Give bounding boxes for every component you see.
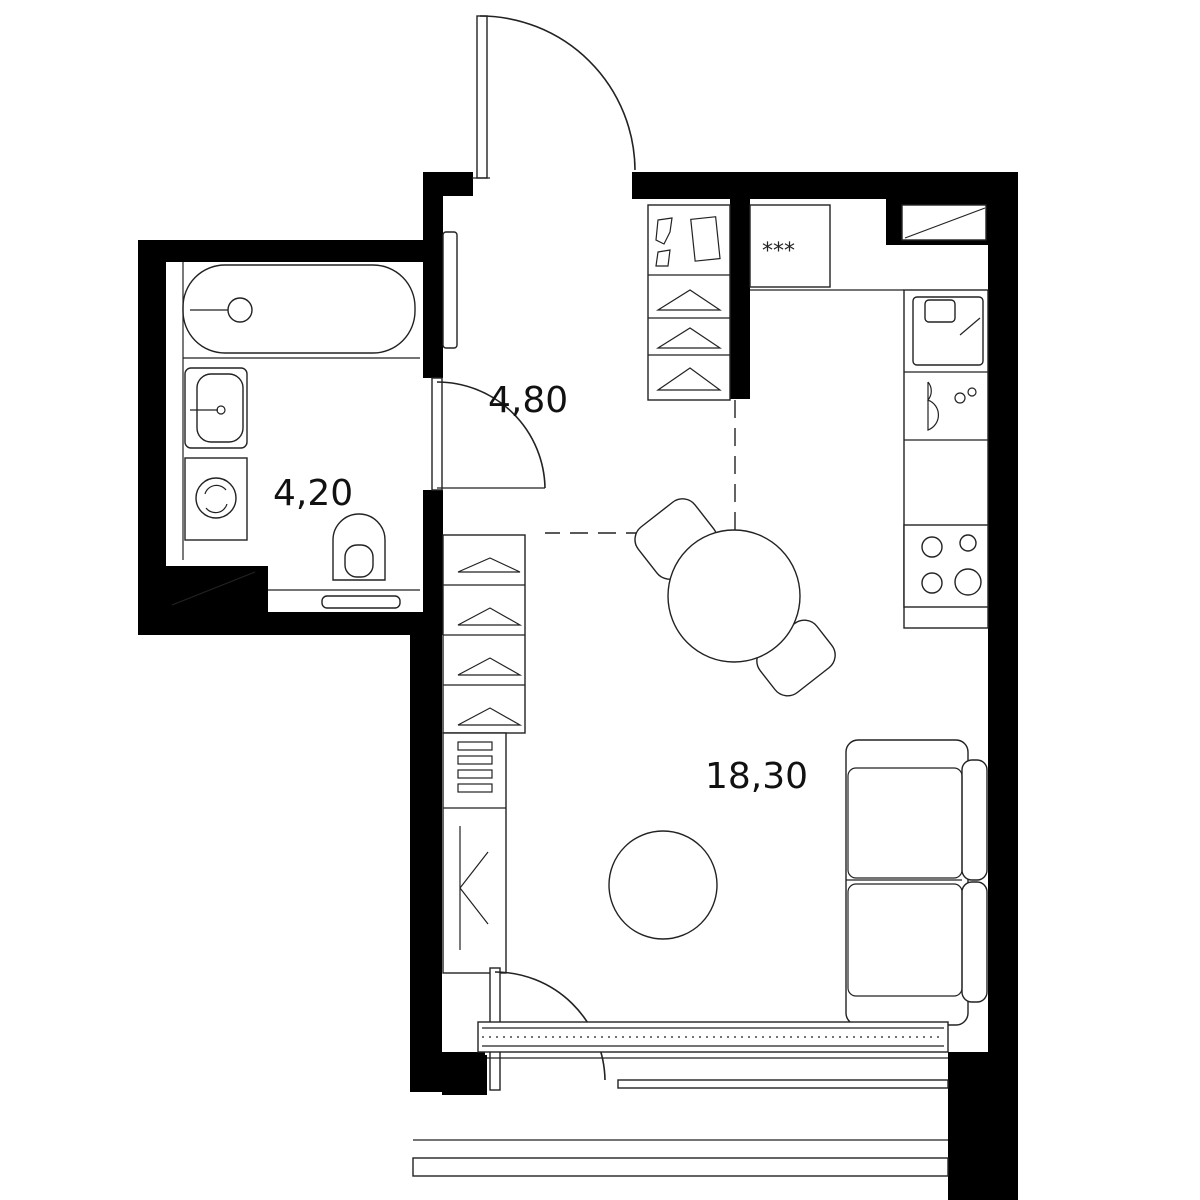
hall-area-label: 4,80 (488, 380, 568, 421)
radiator (477, 1021, 949, 1053)
right-wall (988, 172, 1018, 1052)
bathroom-wall-bottom (138, 612, 443, 635)
bathroom-wall-left (138, 240, 166, 635)
bathroom-wall-top (138, 240, 438, 262)
hall-wardrobe (647, 204, 731, 401)
living-area-label: 18,30 (705, 756, 808, 797)
hall-panel (442, 231, 458, 349)
dining-table (667, 529, 801, 663)
stove-glyph: *** (762, 239, 795, 264)
balcony-slab (412, 1157, 949, 1177)
walls (138, 172, 1018, 1200)
fridge: *** (749, 204, 831, 288)
bathtub (182, 264, 420, 359)
shoe-rack (442, 732, 507, 974)
window-sash (617, 1079, 949, 1089)
bathroom-door[interactable] (431, 377, 546, 491)
living-wall-left (410, 612, 442, 1052)
window-sill-left (442, 1055, 487, 1095)
round-rug (608, 830, 718, 940)
shaft-mark-top (904, 207, 986, 239)
kitchen-counter (903, 289, 989, 629)
bathroom-area-label: 4,20 (273, 473, 353, 514)
hall-wall-lower (423, 490, 443, 635)
hall-zone-divider (545, 400, 736, 534)
living-wardrobe (442, 534, 526, 734)
shaft-mark (171, 571, 256, 606)
bathroom-sink (184, 367, 248, 449)
sofa (845, 739, 988, 1026)
hall-wall-upper (423, 172, 443, 378)
toilet (321, 513, 401, 609)
closet-partition (730, 199, 750, 399)
right-wall-bottom (948, 1052, 1018, 1200)
entrance-door[interactable] (472, 15, 636, 179)
hall-wall-upper-cap (423, 172, 473, 196)
washing-machine (184, 457, 248, 541)
top-wall (632, 172, 1012, 199)
